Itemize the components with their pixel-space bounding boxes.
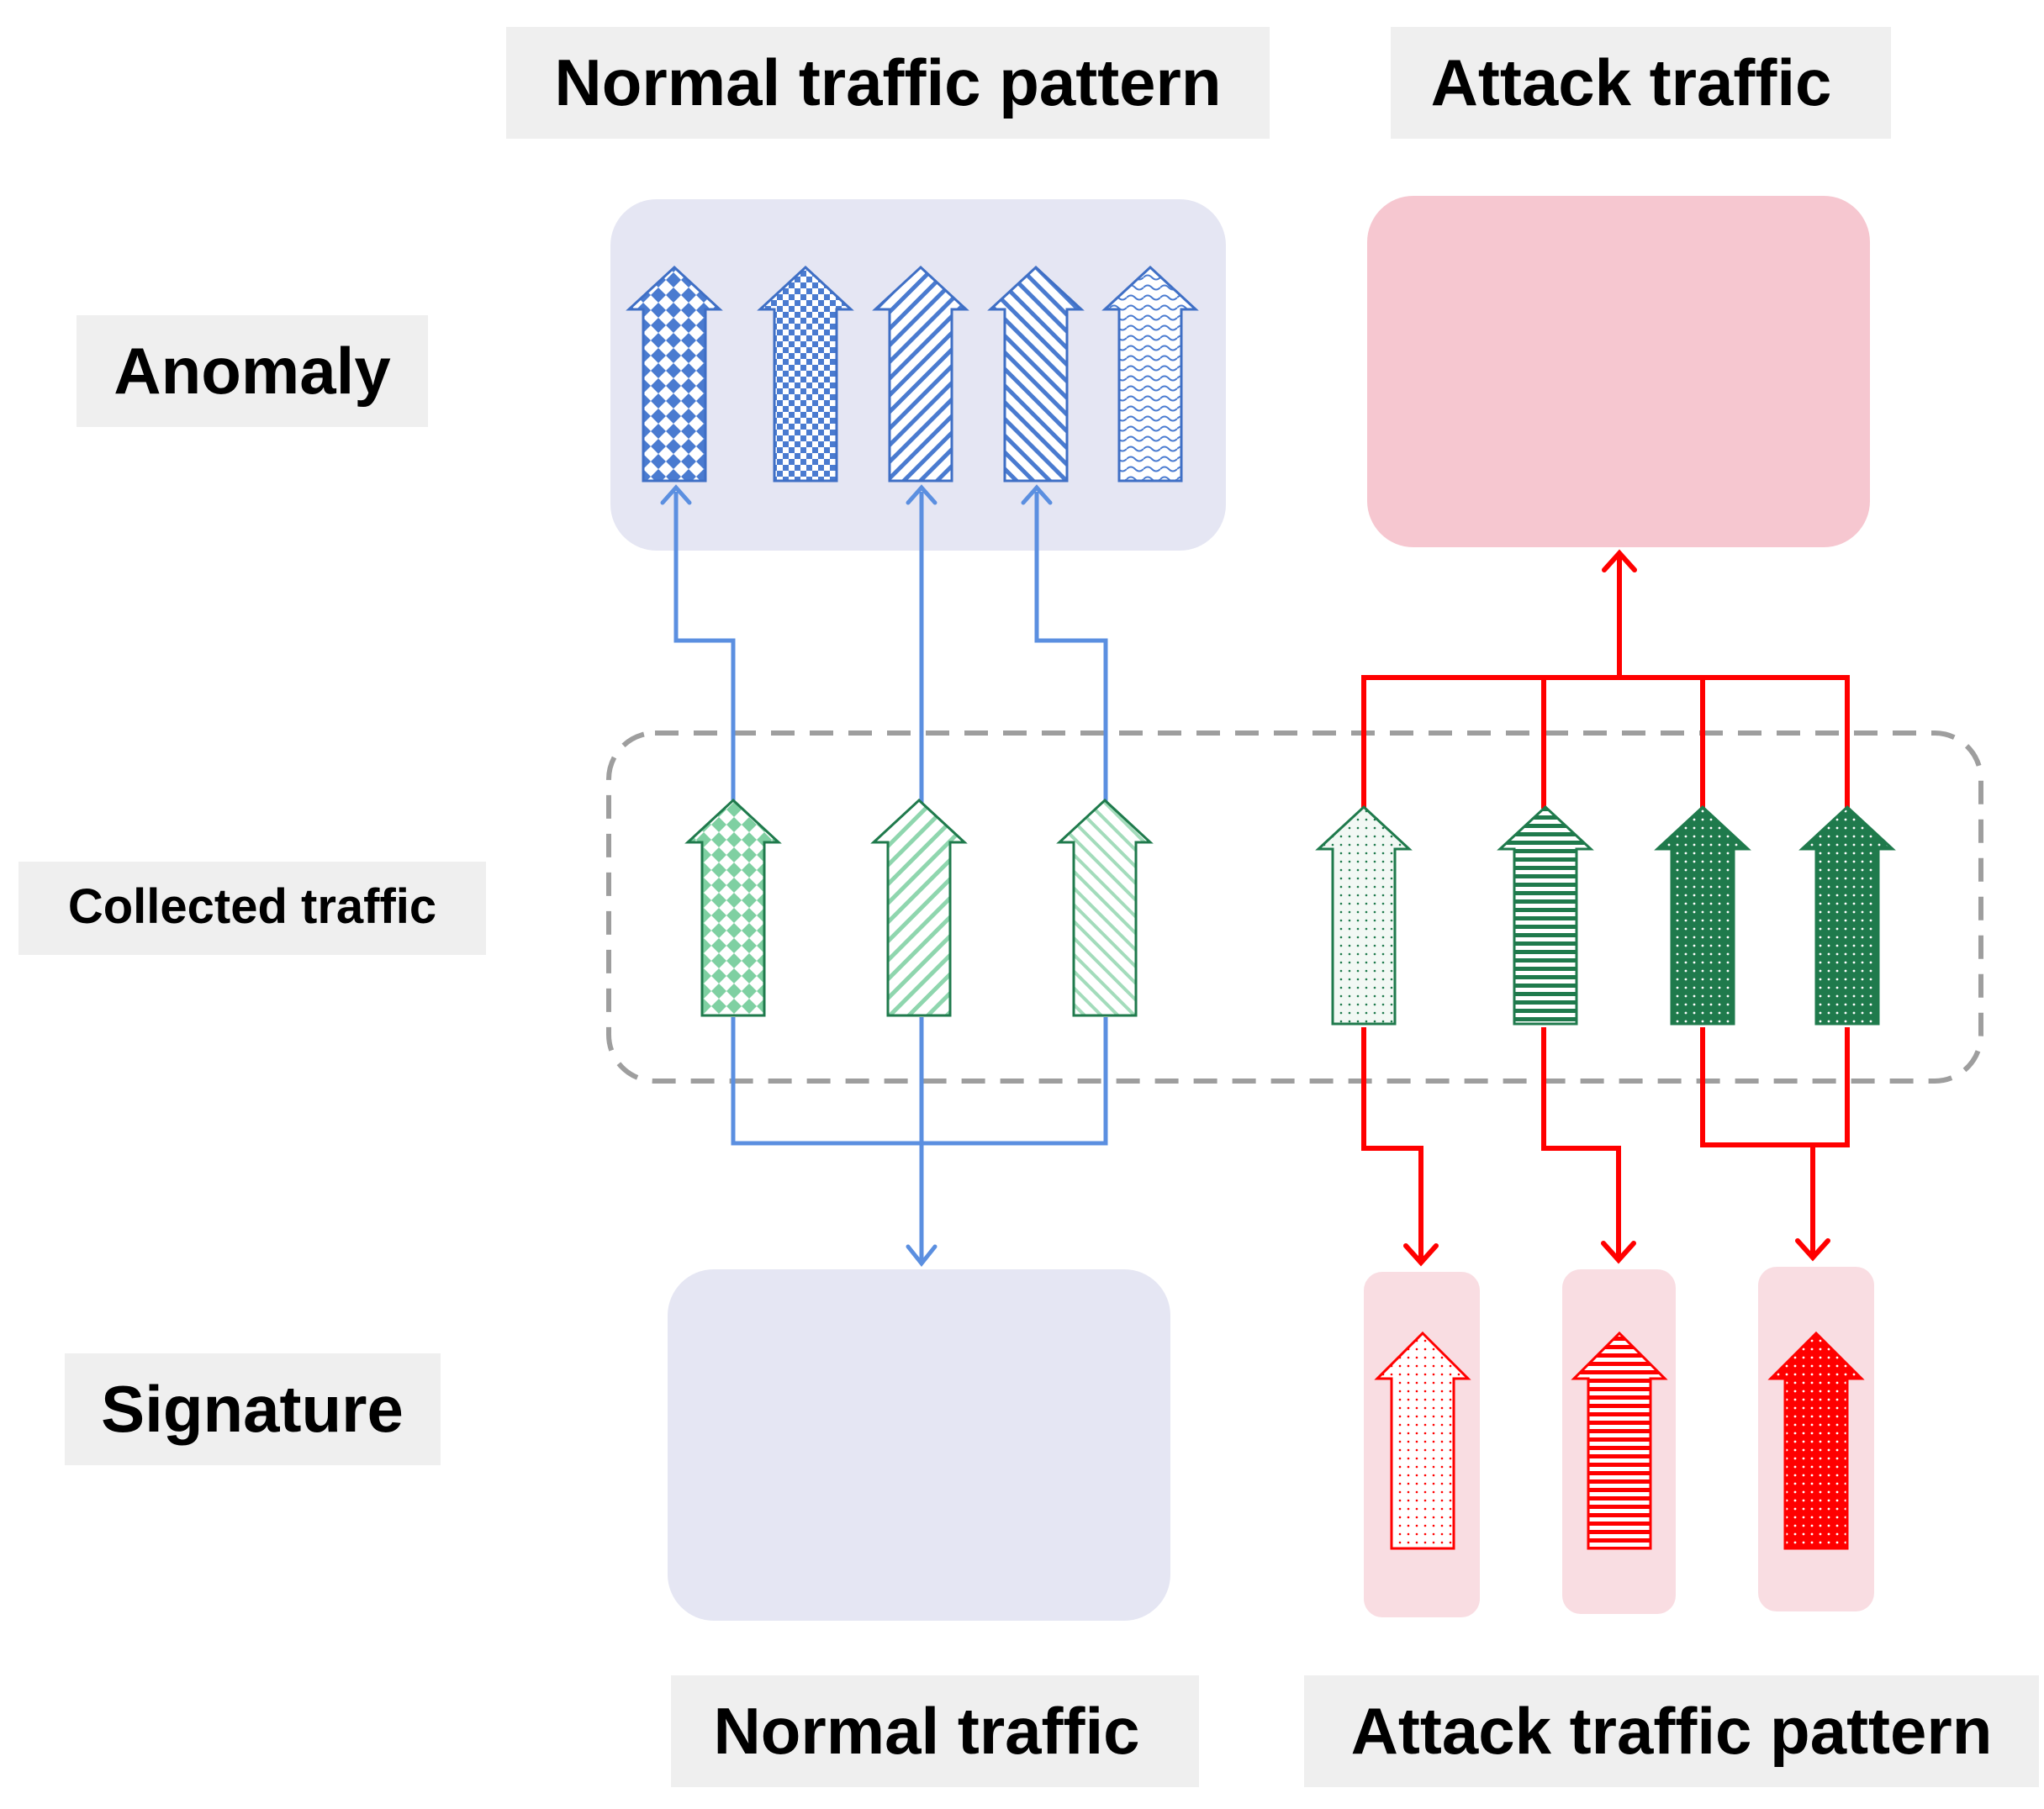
collected-traffic-arrows [684,798,1896,1026]
blue-arrow-diamond [626,265,723,483]
label-collected-traffic: Collected traffic [18,862,486,955]
attack-pattern-arrows [1374,1331,1865,1550]
green-arrow-diag-up [1056,798,1154,1017]
normal-pattern-arrows [626,265,1199,483]
label-attack-traffic-pattern: Attack traffic pattern [1304,1675,2039,1787]
red-arrow-solid [1767,1331,1865,1550]
svg-text:Attack traffic pattern: Attack traffic pattern [1351,1694,1993,1768]
svg-text:Signature: Signature [101,1372,404,1446]
label-signature: Signature [65,1353,441,1465]
green-arrow-dark-1 [1654,804,1751,1026]
green-arrow-hlines [1497,804,1594,1026]
green-arrow-dots [1315,804,1413,1026]
label-anomaly: Anomaly [77,315,428,427]
green-arrow-diamond [684,798,782,1017]
red-connectors [1361,555,1850,1261]
blue-arrowheads [660,484,1053,1268]
blue-arrow-checker [757,265,854,483]
attack-traffic-box [1367,196,1870,547]
red-arrow-dots [1374,1331,1471,1550]
blue-arrow-diag-up [987,265,1085,483]
svg-text:Attack traffic: Attack traffic [1431,45,1832,119]
blue-arrow-wave [1101,265,1199,483]
blue-arrow-diag-down [872,265,969,483]
svg-text:Anomaly: Anomaly [114,334,390,408]
label-normal-traffic: Normal traffic [671,1675,1199,1787]
collected-traffic-region [606,730,1983,1084]
red-arrowheads [1403,549,1830,1267]
green-arrow-dark-2 [1798,804,1896,1026]
label-attack-traffic: Attack traffic [1391,27,1891,139]
svg-text:Normal traffic pattern: Normal traffic pattern [554,45,1221,119]
svg-text:Collected traffic: Collected traffic [68,879,436,934]
red-arrow-hlines [1571,1331,1668,1550]
label-normal-traffic-pattern: Normal traffic pattern [506,27,1270,139]
svg-text:Normal traffic: Normal traffic [713,1694,1139,1768]
green-arrow-diag-down [870,798,968,1017]
blue-connectors [673,492,1108,1261]
normal-traffic-box [668,1269,1170,1621]
